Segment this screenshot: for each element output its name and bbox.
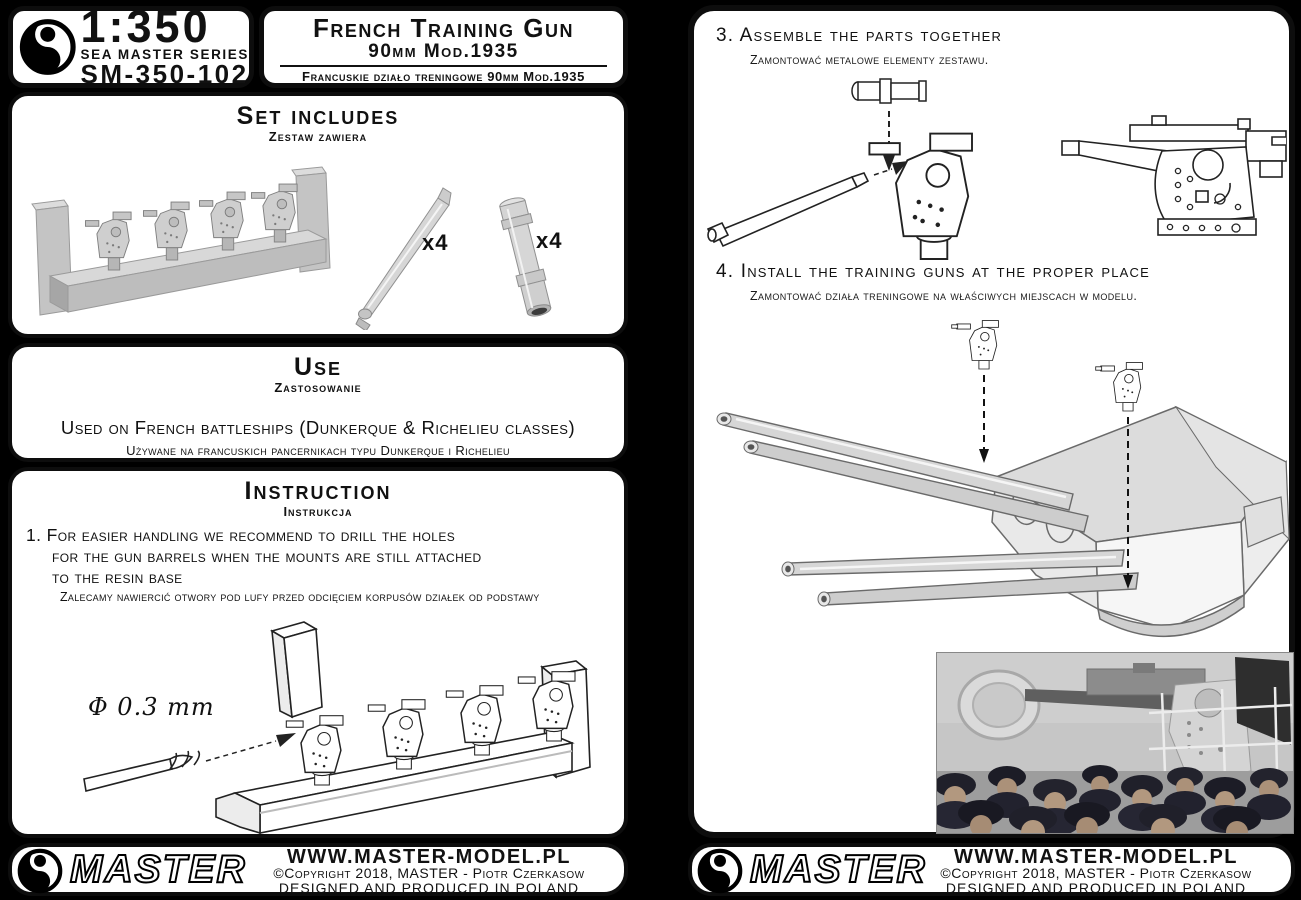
sleeve-part-image [499, 197, 552, 317]
resin-base-parts-image [31, 166, 331, 316]
brand-scale-box: 1:350 SEA MASTER SERIES SM-350-102 [8, 1, 254, 89]
step3-title: 3. Assemble the parts together [716, 25, 1003, 46]
use-heading-pl: Zastosowanie [274, 380, 362, 395]
brand-wordmark: MASTER [749, 847, 927, 892]
brand-wordmark: MASTER [69, 847, 247, 892]
website-url: WWW.MASTER-MODEL.PL [953, 846, 1239, 868]
title-divider [280, 65, 607, 67]
set-includes-heading: Set includes [236, 102, 400, 130]
footer-left: MASTER WWW.MASTER-MODEL.PL ©Copyright 20… [8, 843, 628, 896]
instruction-heading: Instruction [244, 477, 392, 505]
step4-title: 4. Install the training guns at the prop… [716, 261, 1150, 282]
finished-gun-image [1061, 115, 1287, 236]
drilling-diagram-image [83, 621, 591, 835]
assembly-page: 3. Assemble the parts together Zamontowa… [688, 5, 1295, 838]
product-caliber: 90mm Mod.1935 [368, 41, 519, 62]
scale-label: 1:350 [80, 1, 211, 52]
copyright-text: ©Copyright 2018, MASTER - Piotr Czerkaso… [940, 865, 1252, 881]
product-code: SM-350-102 [80, 59, 249, 89]
product-title: French Training Gun [313, 13, 574, 43]
product-title-pl: Francuskie działo treningowe 90mm Mod.19… [302, 69, 585, 84]
master-logo-icon [17, 848, 63, 894]
sleeve-qty-label: x4 [536, 228, 563, 253]
use-heading: Use [293, 353, 343, 381]
instruction-step1-text-pl: Zalecamy nawiercić otwory pod lufy przed… [60, 590, 540, 604]
drill-diameter-label: Φ 0.3 mm [88, 693, 215, 721]
master-logo-icon [19, 19, 76, 75]
footer-right: MASTER WWW.MASTER-MODEL.PL ©Copyright 20… [688, 843, 1295, 896]
barrel-qty-label: x4 [422, 230, 449, 255]
origin-text: Designed and produced in Poland [278, 880, 580, 896]
instruction-heading-pl: Instrukcja [283, 504, 353, 519]
instruction-section: Instruction Instrukcja 1. For easier han… [8, 467, 628, 838]
barrel-part-image [355, 187, 452, 330]
use-text-pl: Używane na francuskich pancernikach typu… [126, 443, 510, 458]
turret-installation-image [716, 320, 1290, 638]
master-logo-icon [697, 848, 743, 894]
instruction-step1-text: 1. For easier handling we recommend to d… [26, 525, 482, 587]
set-includes-section: Set includes Zestaw zawiera [8, 92, 628, 338]
origin-text: Designed and produced in Poland [945, 880, 1247, 896]
series-label: SEA MASTER SERIES [80, 47, 249, 62]
historical-photo-image [936, 652, 1294, 834]
copyright-text: ©Copyright 2018, MASTER - Piotr Czerkaso… [273, 865, 585, 881]
title-box: French Training Gun 90mm Mod.1935 Francu… [259, 6, 628, 88]
website-url: WWW.MASTER-MODEL.PL [286, 846, 572, 868]
step3-subtitle-pl: Zamontować metalowe elementy zestawu. [750, 53, 989, 67]
assembly-diagram-image [706, 78, 973, 260]
use-section: Use Zastosowanie Used on French battlesh… [8, 343, 628, 462]
set-includes-heading-pl: Zestaw zawiera [268, 129, 368, 144]
use-text: Used on French battleships (Dunkerque & … [60, 417, 576, 438]
step4-subtitle-pl: Zamontować działa treningowe na właściwy… [750, 289, 1138, 303]
